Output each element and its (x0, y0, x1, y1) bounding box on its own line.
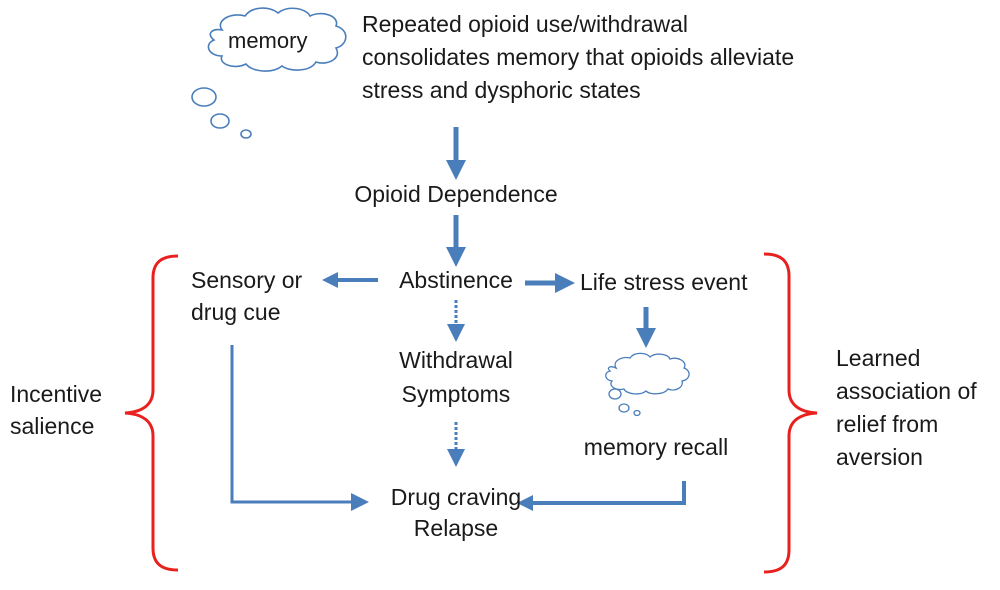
right-brace (763, 252, 818, 574)
right-brace-label-line: relief from (836, 411, 939, 437)
right-brace-label-line: Learned (836, 345, 921, 371)
arrow-recall-to-craving (517, 481, 686, 511)
intro-line: stress and dysphoric states (362, 77, 641, 103)
thought-bubble-large (191, 87, 217, 107)
right-brace-label-line: aversion (836, 444, 923, 470)
node-opioid-dependence: Opioid Dependence (354, 181, 558, 207)
node-memory-recall: memory recall (583, 434, 729, 460)
node-craving-line: Relapse (413, 515, 499, 541)
node-craving-line: Drug craving (390, 484, 522, 510)
left-brace-label-line: salience (10, 413, 95, 439)
thought-bubble-small (240, 129, 252, 139)
intro-line: consolidates memory that opioids allevia… (362, 44, 795, 70)
intro-line: Repeated opioid use/withdrawal (362, 11, 689, 37)
node-abstinence: Abstinence (399, 267, 513, 293)
node-cue-line: drug cue (191, 299, 281, 325)
right-brace-label-line: association of (836, 378, 977, 404)
top-thought-cloud-icon (191, 7, 347, 139)
recall-thought-cloud-icon (605, 352, 690, 417)
thought-bubble-medium (210, 113, 230, 129)
node-withdrawal-line: Symptoms (401, 381, 511, 407)
top-cloud-label: memory (228, 28, 308, 53)
node-life-stress-event: Life stress event (580, 269, 748, 295)
left-brace-label-line: Incentive (10, 381, 103, 407)
left-brace (124, 254, 179, 572)
node-cue-line: Sensory or (191, 267, 303, 293)
node-withdrawal-line: Withdrawal (399, 347, 513, 373)
arrow-cue-to-craving (230, 345, 369, 511)
